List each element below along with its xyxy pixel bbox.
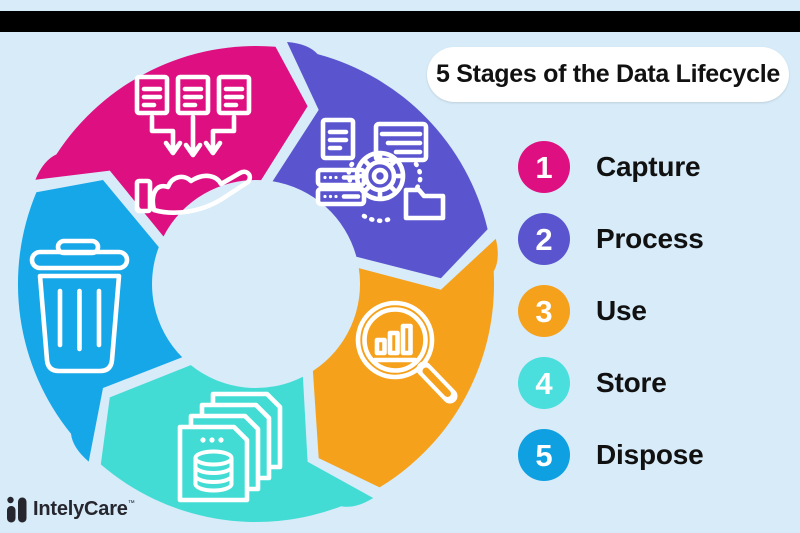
legend-item-capture: 1 Capture	[518, 141, 704, 193]
legend: 1 Capture 2 Process 3 Use 4 Store 5	[518, 141, 704, 481]
legend-label-process: Process	[596, 223, 704, 254]
document-stack-database-icon	[177, 391, 283, 503]
legend-label-capture: Capture	[596, 151, 701, 182]
legend-number-5: 5	[535, 437, 553, 473]
legend-label-use: Use	[596, 295, 647, 326]
trademark-symbol: ™	[127, 500, 135, 507]
legend-number-3: 3	[535, 293, 553, 329]
legend-number-badge-1: 1	[518, 141, 570, 193]
legend-number-4: 4	[535, 365, 553, 401]
legend-item-process: 2 Process	[518, 213, 704, 265]
legend-item-use: 3 Use	[518, 285, 704, 337]
data-processing-gear-icon	[315, 117, 446, 224]
intelycare-logo-text: IntelyCare	[33, 498, 128, 520]
wheel-segment-use	[312, 238, 498, 488]
legend-number-badge-5: 5	[518, 429, 570, 481]
legend-item-store: 4 Store	[518, 357, 704, 409]
legend-item-dispose: 5 Dispose	[518, 429, 704, 481]
legend-number-2: 2	[535, 221, 553, 257]
intelycare-logo-mark	[7, 496, 27, 523]
top-border-bar	[0, 11, 800, 32]
title-pill: 5 Stages of the Data Lifecycle	[427, 47, 789, 102]
magnifier-bar-chart-icon	[355, 300, 458, 404]
documents-into-hand-icon	[134, 74, 253, 215]
legend-number-badge-2: 2	[518, 213, 570, 265]
trash-can-icon	[29, 238, 130, 374]
legend-label-store: Store	[596, 367, 667, 398]
magnifier-handle-fill	[422, 367, 451, 397]
legend-number-badge-3: 3	[518, 285, 570, 337]
legend-number-badge-4: 4	[518, 357, 570, 409]
legend-label-dispose: Dispose	[596, 439, 704, 470]
page-title: 5 Stages of the Data Lifecycle	[436, 60, 780, 88]
legend-number-1: 1	[535, 149, 553, 185]
